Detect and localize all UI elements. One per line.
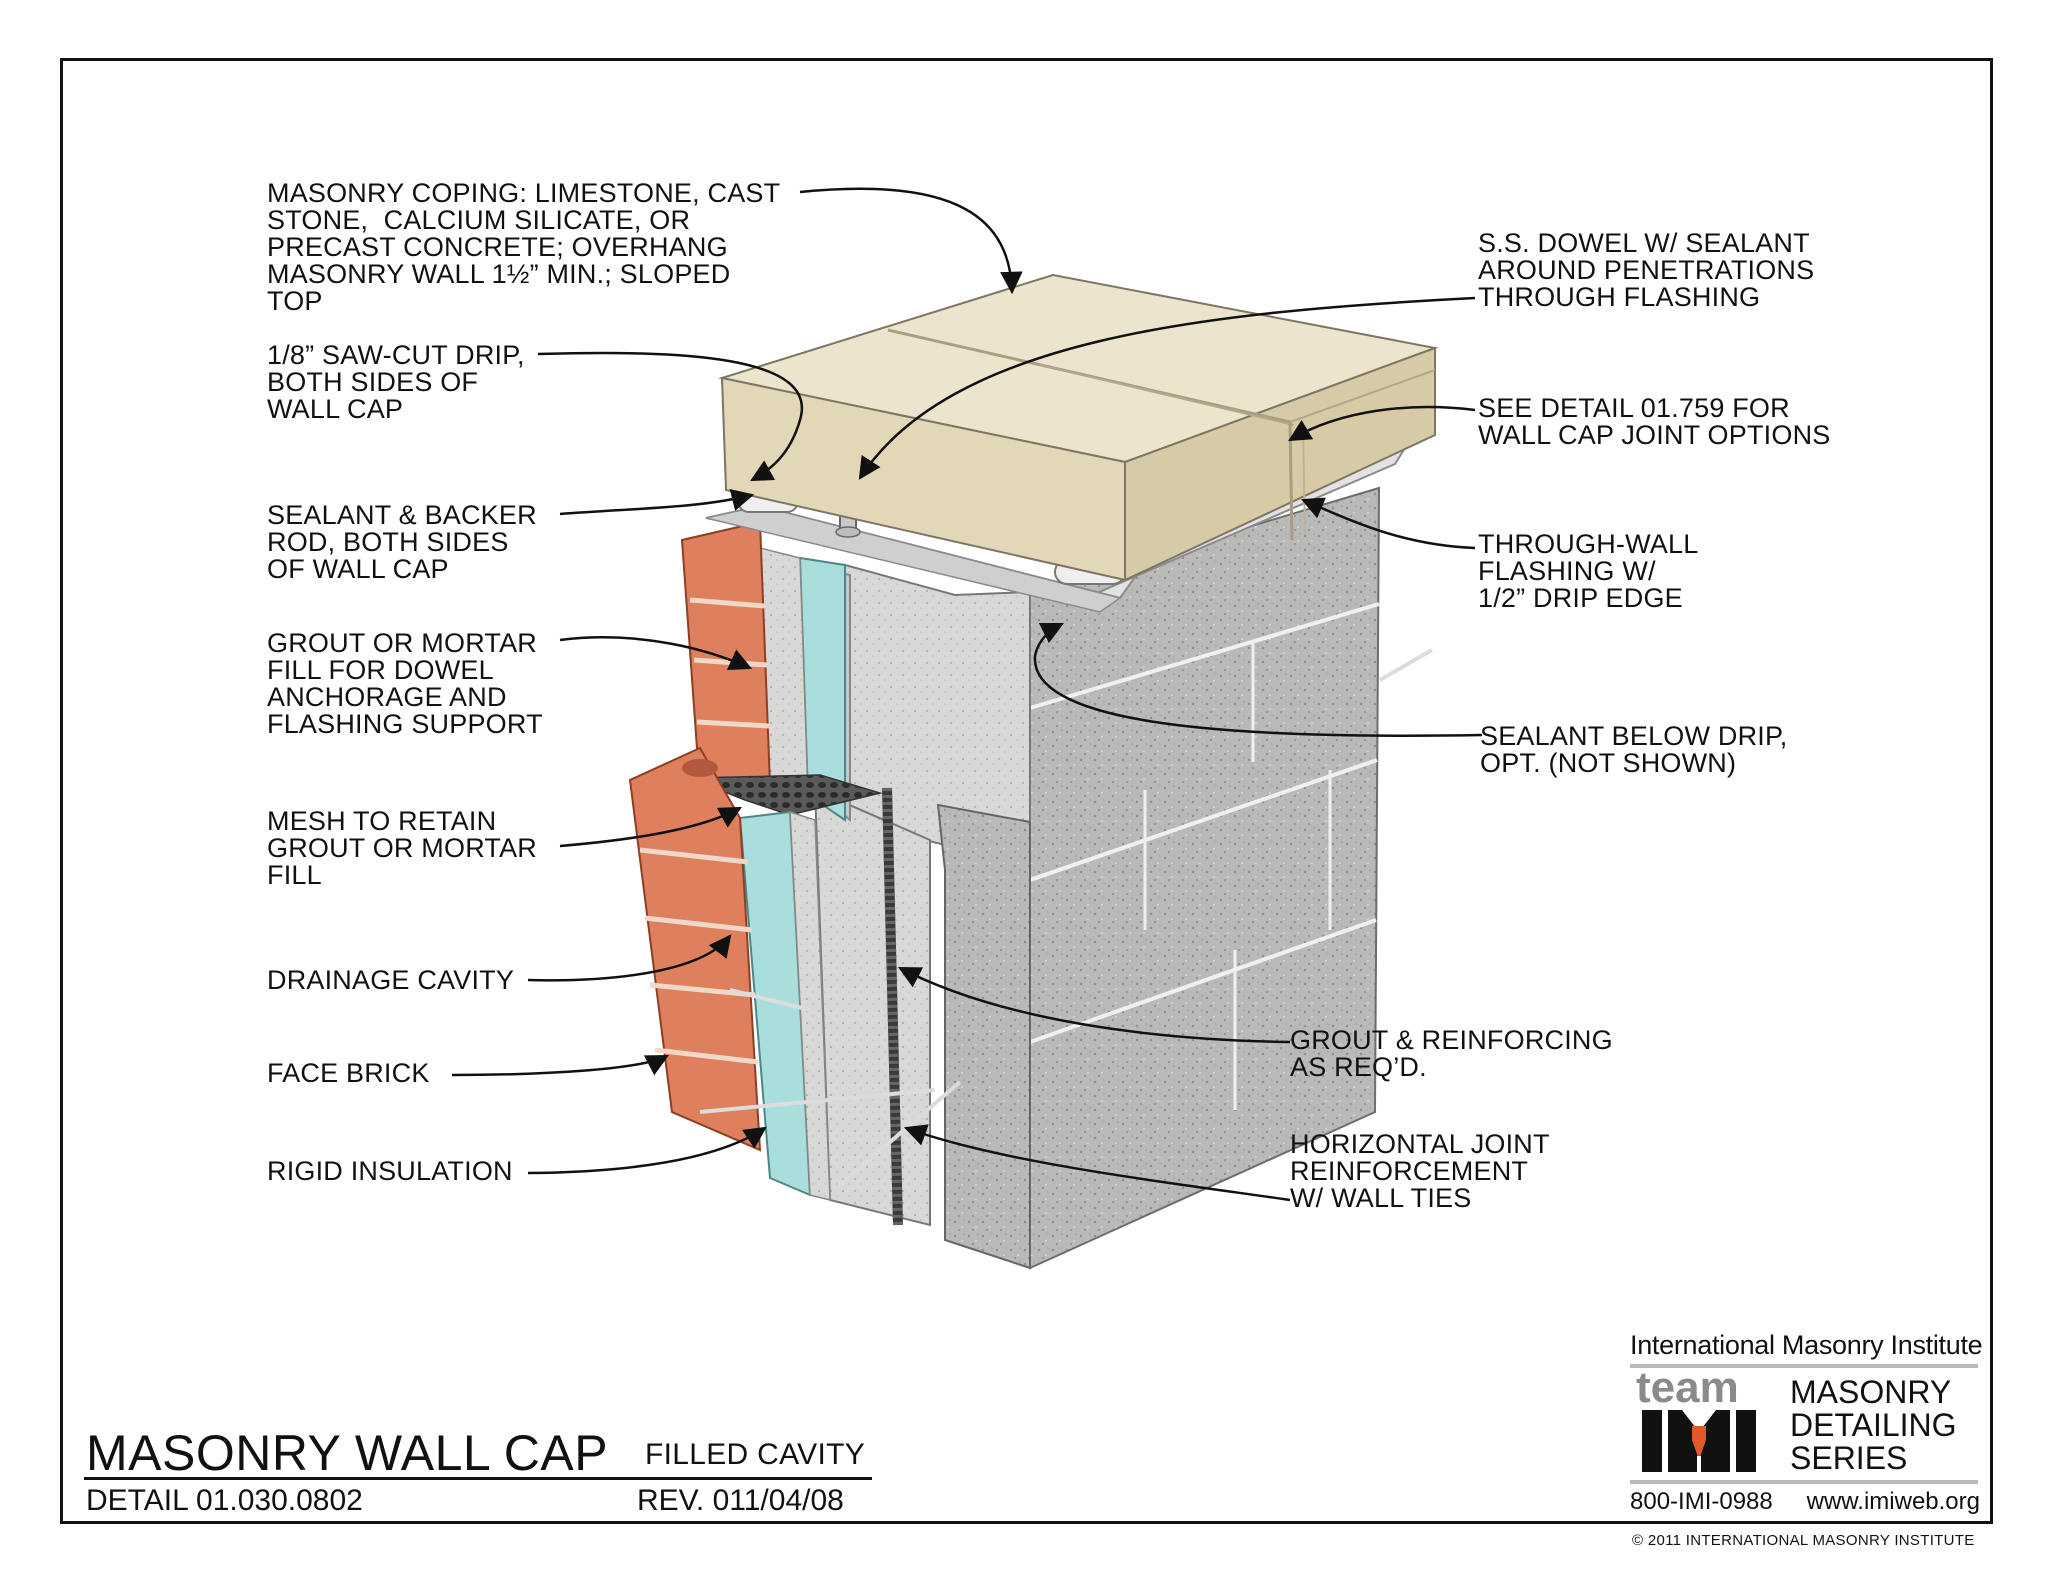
logo-phone: 800-IMI-0988	[1630, 1488, 1773, 1515]
title-underline	[84, 1477, 872, 1480]
drawing-subtitle: FILLED CAVITY	[645, 1438, 866, 1471]
callout-sealant-backer-rod: SEALANT & BACKER ROD, BOTH SIDES OF WALL…	[267, 500, 537, 584]
callout-joint-reinforcement: HORIZONTAL JOINT REINFORCEMENT W/ WALL T…	[1290, 1129, 1550, 1213]
callout-joint-options: SEE DETAIL 01.759 FOR WALL CAP JOINT OPT…	[1478, 393, 1831, 450]
logo-website: www.imiweb.org	[1806, 1488, 1980, 1515]
revision-date: REV. 011/04/08	[637, 1484, 844, 1517]
face-brick-lower	[628, 746, 762, 1152]
logo-organization: International Masonry Institute	[1630, 1330, 1983, 1360]
callout-mesh: MESH TO RETAIN GROUT OR MORTAR FILL	[267, 806, 538, 890]
callout-face-brick: FACE BRICK	[267, 1058, 430, 1088]
callout-grout-reinforcing: GROUT & REINFORCING AS REQ’D.	[1290, 1025, 1613, 1082]
callout-drainage-cavity: DRAINAGE CAVITY	[267, 965, 515, 995]
detail-number: DETAIL 01.030.0802	[86, 1484, 363, 1517]
callout-ss-dowel: S.S. DOWEL W/ SEALANT AROUND PENETRATION…	[1478, 228, 1815, 312]
copyright-notice: © 2011 INTERNATIONAL MASONRY INSTITUTE	[1632, 1532, 1975, 1549]
reinforcing-bar	[882, 787, 903, 1226]
logo-series-name: MASONRY DETAILING SERIES	[1790, 1374, 1957, 1476]
callout-sealant-below-drip: SEALANT BELOW DRIP, OPT. (NOT SHOWN)	[1480, 721, 1788, 778]
cmu-section	[778, 558, 1031, 1270]
callout-masonry-coping: MASONRY COPING: LIMESTONE, CAST STONE, C…	[267, 178, 781, 316]
callout-through-wall-flashing: THROUGH-WALL FLASHING W/ 1/2” DRIP EDGE	[1478, 529, 1699, 613]
wall-ties	[699, 648, 1433, 1187]
callout-rigid-insulation: RIGID INSULATION	[267, 1156, 513, 1186]
logo-rule-bottom	[1630, 1480, 1978, 1484]
logo-rule-top	[1630, 1364, 1978, 1368]
mesh	[689, 774, 883, 816]
cmu-block-wall	[1029, 486, 1381, 1270]
leader-lines	[451, 187, 1483, 1202]
drawing-title: MASONRY WALL CAP	[86, 1425, 609, 1481]
logo-contact: 800-IMI-0988 www.imiweb.org	[1630, 1488, 1980, 1516]
grout-fill-lower	[789, 810, 831, 1201]
logo-team-word: team	[1636, 1368, 1739, 1412]
drawing-border	[60, 58, 1993, 1524]
imi-logo-icon: team	[1636, 1368, 1756, 1472]
callout-saw-cut-drip: 1/8” SAW-CUT DRIP, BOTH SIDES OF WALL CA…	[267, 340, 525, 424]
masonry-coping	[718, 273, 1439, 582]
callout-grout-fill: GROUT OR MORTAR FILL FOR DOWEL ANCHORAGE…	[267, 628, 543, 739]
